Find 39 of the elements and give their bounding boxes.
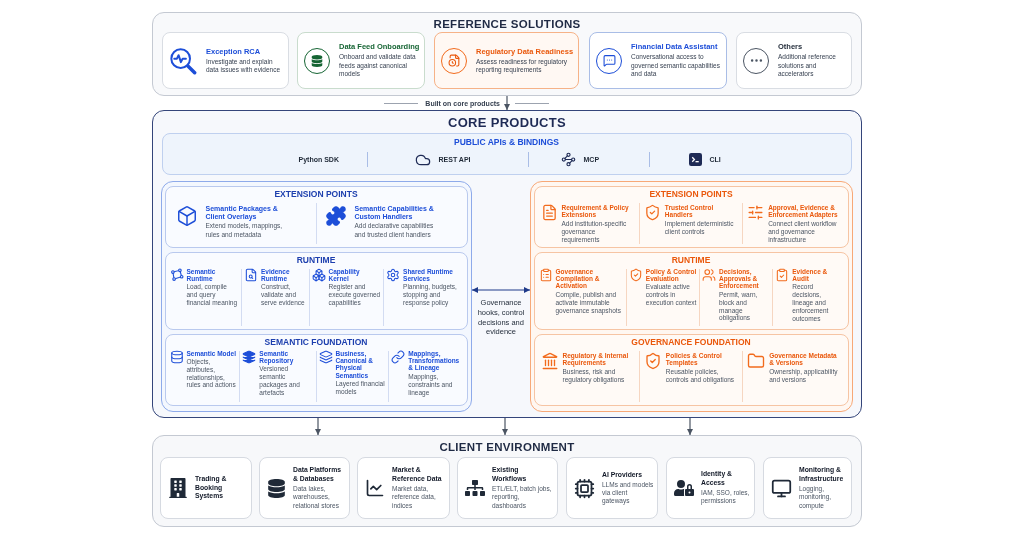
panel	[152, 110, 862, 418]
section-panel	[164, 333, 468, 406]
system-card	[259, 457, 350, 519]
system-card	[566, 457, 658, 519]
panel	[529, 180, 853, 412]
api-bar	[161, 132, 852, 175]
system-card	[357, 457, 450, 519]
system-card	[763, 457, 852, 519]
panel	[152, 435, 862, 527]
arrow	[687, 417, 693, 436]
solution-card	[434, 32, 579, 89]
solution-card	[589, 32, 727, 89]
arrow	[504, 95, 510, 111]
section-panel	[533, 185, 849, 248]
system-card	[666, 457, 755, 519]
section-title: PUBLIC APIs & BINDINGS	[454, 136, 559, 148]
solution-card	[162, 32, 289, 89]
arrow	[315, 417, 321, 436]
panel-title: REFERENCE SOLUTIONS	[433, 17, 581, 31]
panel-title: CLIENT ENVIRONMENT	[439, 440, 575, 454]
arrow	[502, 417, 508, 436]
solution-card	[297, 32, 425, 89]
section-title: EXTENSION POINTS	[274, 188, 358, 199]
panel	[152, 12, 862, 96]
panel	[160, 180, 472, 412]
solution-card	[736, 32, 852, 89]
section-title: RUNTIME	[296, 254, 336, 265]
section-panel	[164, 251, 468, 330]
section-title: EXTENSION POINTS	[649, 188, 733, 199]
section-title: GOVERNANCE FOUNDATION	[631, 336, 751, 347]
panel-title: CORE PRODUCTS	[448, 115, 566, 131]
system-card	[457, 457, 558, 519]
double-arrow	[471, 287, 531, 293]
section-panel	[533, 333, 849, 406]
section-title: SEMANTIC FOUNDATION	[264, 336, 368, 347]
section-title: RUNTIME	[671, 254, 711, 265]
section-panel	[533, 251, 849, 330]
system-card	[160, 457, 252, 519]
section-panel	[164, 185, 468, 248]
